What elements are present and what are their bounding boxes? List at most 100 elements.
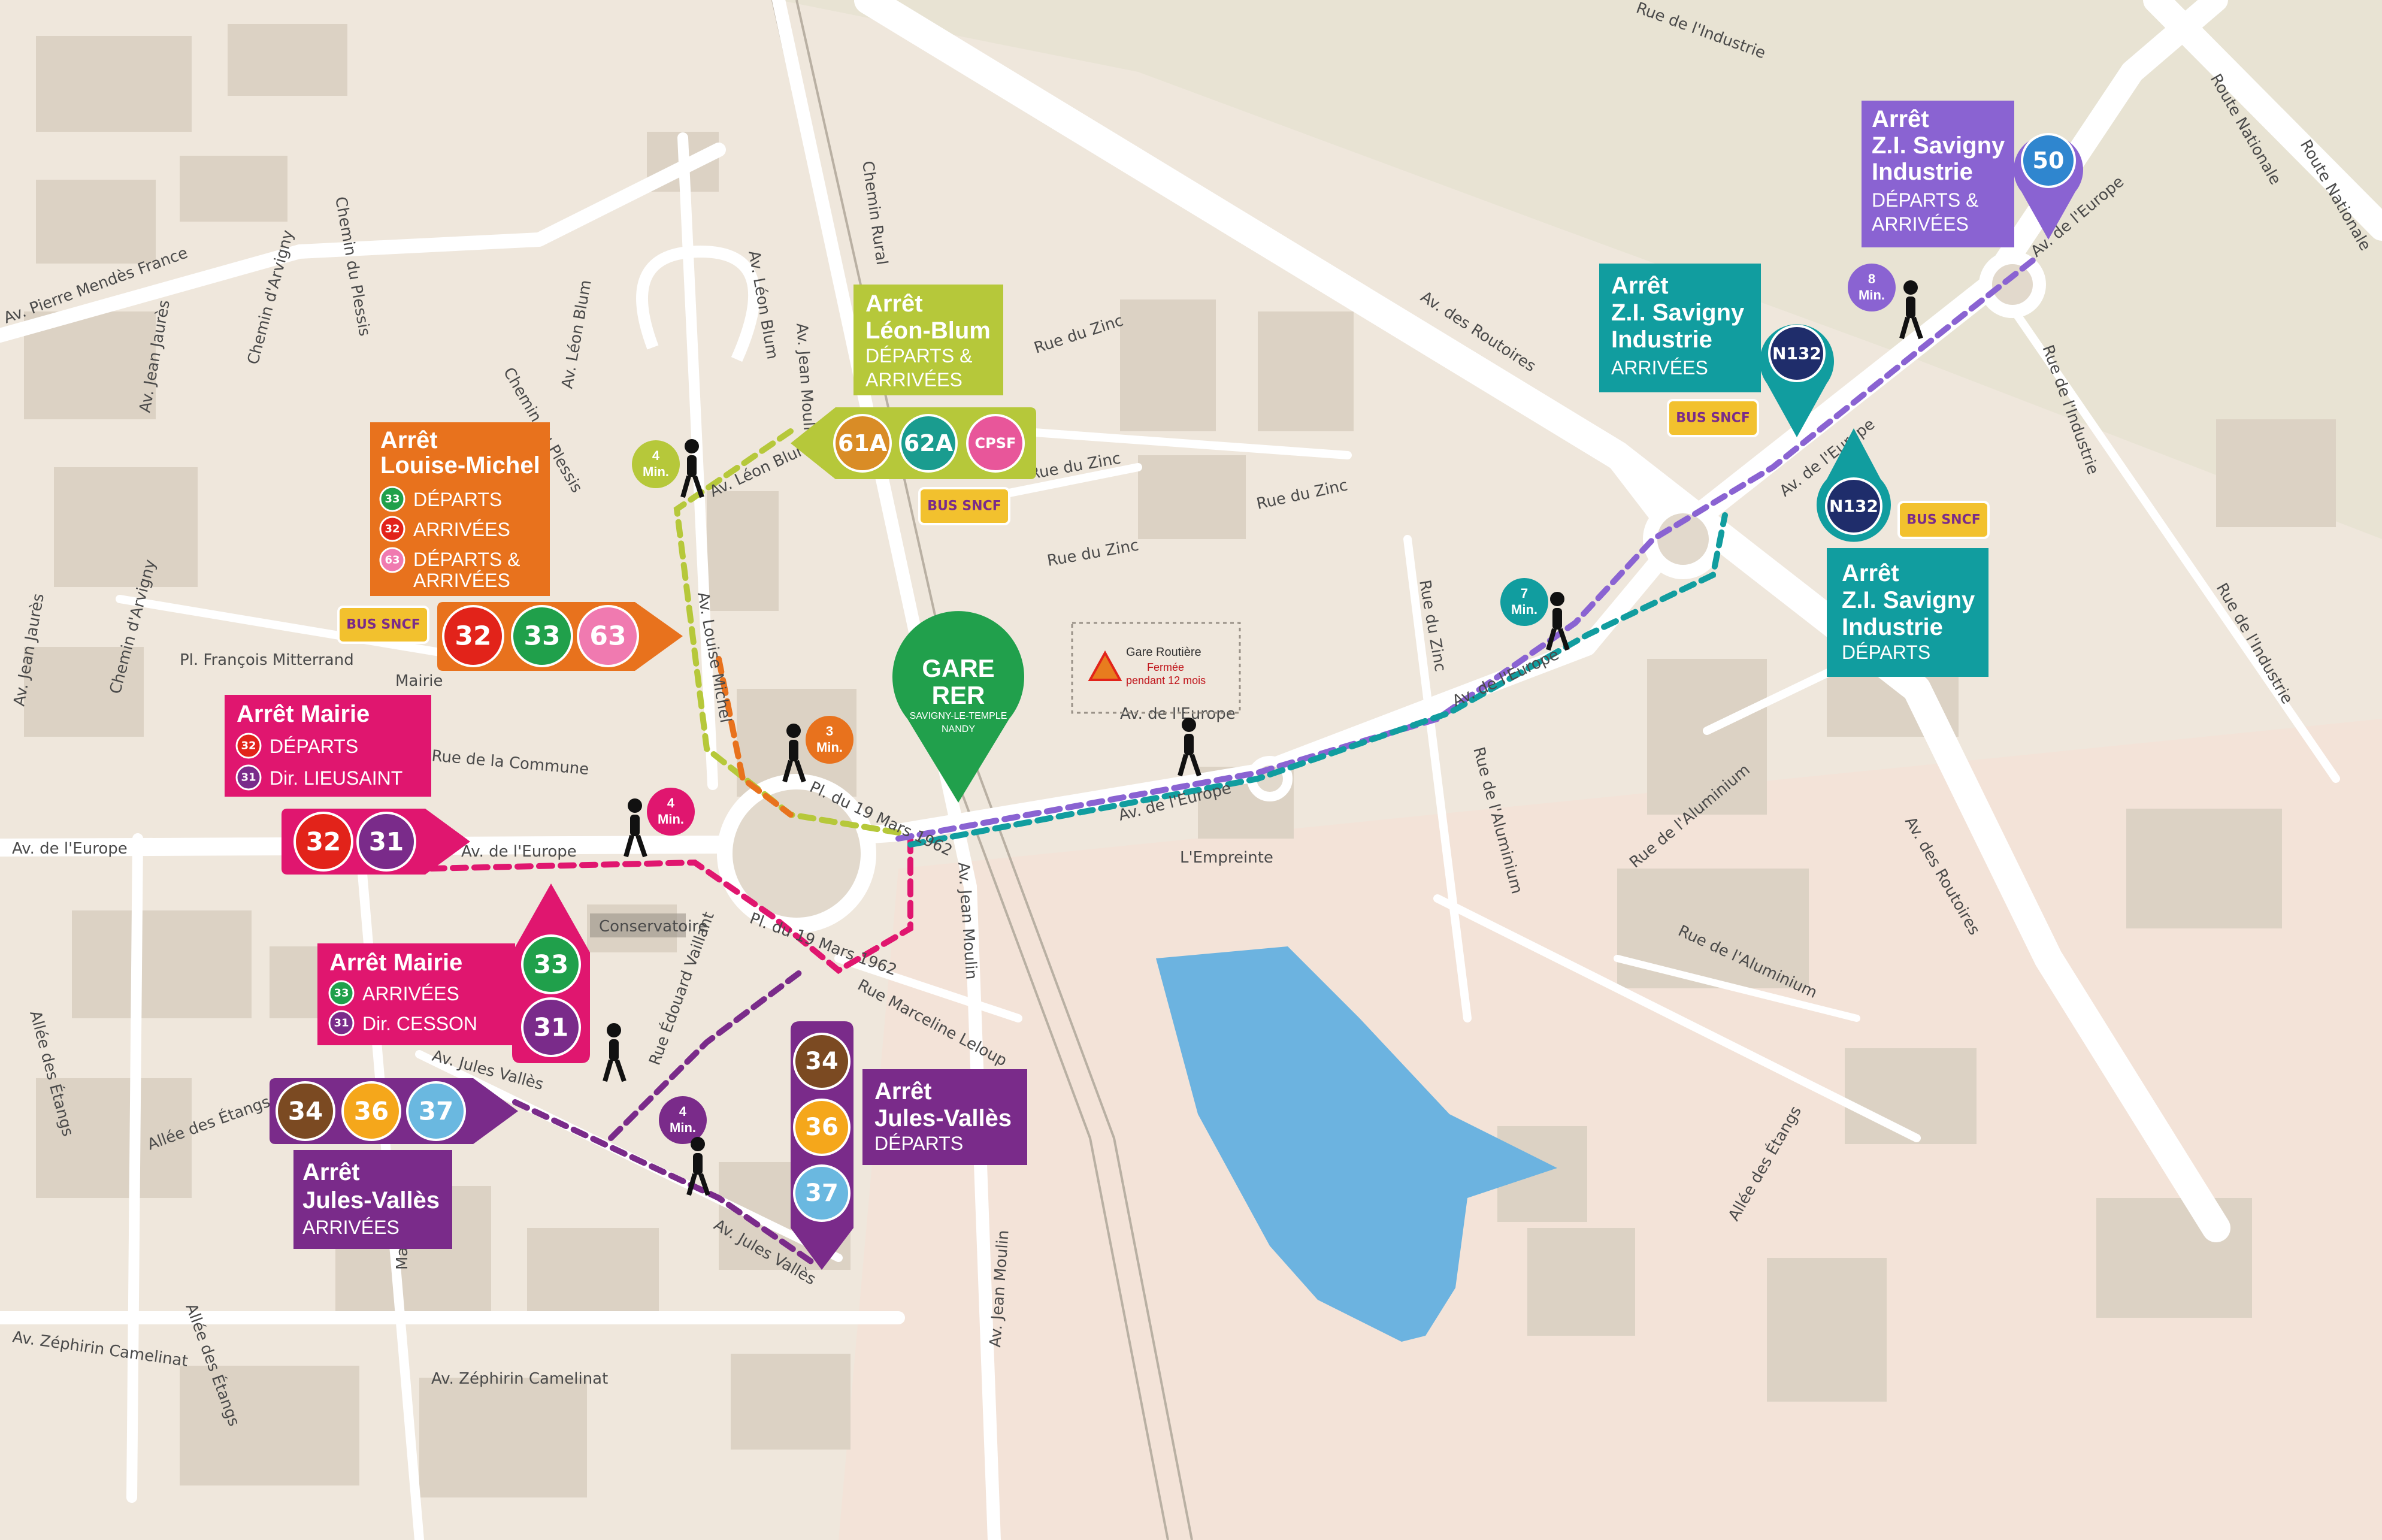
zi-da-sub2: ARRIVÉES bbox=[1872, 213, 1969, 235]
line-36-badge[interactable]: 36 bbox=[341, 1081, 401, 1141]
svg-text:62A: 62A bbox=[904, 430, 954, 456]
pedestrian-icon bbox=[782, 724, 806, 783]
leon-blum-title1: Arrêt bbox=[865, 291, 923, 317]
line-61A-badge[interactable]: 61A bbox=[833, 414, 892, 473]
stop-zi-departs[interactable]: N132 Arrêt Z.I. Savigny Industrie DÉPART… bbox=[1817, 428, 1988, 677]
line-37-badge[interactable]: 37 bbox=[406, 1081, 466, 1141]
line-32-badge[interactable]: 32 bbox=[293, 812, 353, 872]
svg-text:36: 36 bbox=[354, 1097, 389, 1126]
line-36-badge[interactable]: 36 bbox=[793, 1099, 851, 1156]
line-32-badge[interactable]: 32 bbox=[442, 605, 504, 667]
line-63-badge[interactable]: 63 bbox=[577, 605, 639, 667]
jules-valles-dep-sub: DÉPARTS bbox=[874, 1133, 963, 1154]
svg-text:32: 32 bbox=[385, 523, 399, 535]
line-31-badge[interactable]: 31 bbox=[356, 812, 416, 872]
svg-text:63: 63 bbox=[385, 554, 399, 567]
leon-blum-sub2: ARRIVÉES bbox=[865, 369, 963, 391]
mairie-departs-l1: DÉPARTS bbox=[270, 736, 358, 757]
line-37-badge[interactable]: 37 bbox=[793, 1164, 851, 1222]
walk-badge-leon-blum: 4 Min. bbox=[632, 440, 680, 488]
svg-text:4: 4 bbox=[679, 1104, 687, 1119]
pedestrian-icon bbox=[1899, 280, 1923, 340]
line-CPSF-badge[interactable]: CPSF bbox=[966, 414, 1025, 473]
svg-text:7: 7 bbox=[1521, 586, 1528, 601]
zi-da-title2: Z.I. Savigny bbox=[1872, 132, 2005, 159]
pedestrian-icon bbox=[1546, 592, 1570, 651]
svg-text:BUS SNCF: BUS SNCF bbox=[346, 618, 420, 633]
svg-text:BUS SNCF: BUS SNCF bbox=[1906, 513, 1981, 528]
stop-leon-blum[interactable]: Arrêt Léon-Blum DÉPARTS & ARRIVÉES 61A 6… bbox=[791, 285, 1036, 479]
gare-rer-line2: RER bbox=[932, 681, 985, 709]
line-62A-badge[interactable]: 62A bbox=[899, 414, 958, 473]
louise-michel-l1: DÉPARTS bbox=[413, 489, 502, 510]
svg-text:N132: N132 bbox=[1829, 497, 1878, 516]
louise-michel-title2: Louise-Michel bbox=[380, 452, 540, 479]
svg-text:37: 37 bbox=[419, 1097, 453, 1126]
svg-text:CPSF: CPSF bbox=[975, 435, 1016, 452]
svg-text:33: 33 bbox=[385, 493, 399, 506]
svg-text:33: 33 bbox=[334, 987, 349, 1000]
zi-da-title1: Arrêt bbox=[1872, 106, 1929, 132]
stop-mairie-arrivees[interactable]: Arrêt Mairie 33 ARRIVÉES 31 Dir. CESSON … bbox=[317, 884, 590, 1063]
louise-michel-l3a: DÉPARTS & bbox=[413, 549, 520, 570]
walk-badge-jules-valles: 4 Min. bbox=[659, 1096, 707, 1144]
jules-valles-arr-sub: ARRIVÉES bbox=[302, 1217, 399, 1238]
svg-text:BUS SNCF: BUS SNCF bbox=[927, 499, 1001, 514]
svg-text:50: 50 bbox=[2033, 147, 2065, 174]
svg-text:Min.: Min. bbox=[1511, 602, 1537, 617]
line-34-badge[interactable]: 34 bbox=[276, 1081, 335, 1141]
gare-rer-line4: NANDY bbox=[942, 724, 975, 734]
zi-dep-title1: Arrêt bbox=[1842, 560, 1899, 586]
stop-jules-valles-arrivees[interactable]: 34 36 37 Arrêt Jules-Vallès ARRIVÉES bbox=[270, 1078, 518, 1249]
louise-michel-title1: Arrêt bbox=[380, 427, 438, 453]
svg-text:Min.: Min. bbox=[816, 740, 843, 755]
svg-text:8: 8 bbox=[1868, 271, 1875, 286]
louise-michel-l3b: ARRIVÉES bbox=[413, 570, 510, 591]
mairie-departs-l2: Dir. LIEUSAINT bbox=[270, 767, 402, 789]
svg-text:Min.: Min. bbox=[1859, 288, 1885, 302]
leon-blum-sub1: DÉPARTS & bbox=[865, 345, 972, 367]
line-33-badge[interactable]: 33 bbox=[511, 605, 573, 667]
pedestrian-icon bbox=[680, 439, 704, 498]
svg-text:34: 34 bbox=[805, 1048, 839, 1075]
stop-jules-valles-departs[interactable]: 34 36 37 Arrêt Jules-Vallès DÉPARTS bbox=[791, 1021, 1027, 1270]
bus-sncf-badge: BUS SNCF bbox=[337, 606, 429, 644]
svg-text:32: 32 bbox=[306, 827, 341, 857]
pedestrian-icons bbox=[603, 280, 1923, 1196]
zi-dep-title2: Z.I. Savigny bbox=[1842, 587, 1975, 613]
mairie-departs-title: Arrêt Mairie bbox=[237, 701, 370, 727]
svg-text:4: 4 bbox=[652, 448, 660, 463]
building-blocks bbox=[24, 24, 2336, 1497]
svg-text:32: 32 bbox=[241, 740, 256, 752]
zi-arr-title2: Z.I. Savigny bbox=[1611, 299, 1745, 326]
pedestrian-icon bbox=[1178, 718, 1201, 777]
line-34-badge[interactable]: 34 bbox=[793, 1033, 851, 1090]
stop-zi-arrivees[interactable]: Arrêt Z.I. Savigny Industrie ARRIVÉES N1… bbox=[1599, 264, 1834, 437]
landmark-empreinte: L'Empreinte bbox=[1180, 849, 1273, 867]
line-50-badge[interactable]: 50 bbox=[2021, 133, 2076, 188]
svg-text:33: 33 bbox=[534, 950, 568, 979]
jules-valles-arr-title1: Arrêt bbox=[302, 1159, 360, 1185]
svg-text:32: 32 bbox=[455, 621, 491, 652]
gare-rer-pin[interactable]: GARE RER SAVIGNY-LE-TEMPLE NANDY bbox=[892, 611, 1024, 803]
gare-rer-line3: SAVIGNY-LE-TEMPLE bbox=[910, 711, 1007, 721]
line-N132-badge[interactable]: N132 bbox=[1768, 325, 1826, 382]
gare-routiere-title: Gare Routière bbox=[1126, 646, 1201, 659]
svg-text:36: 36 bbox=[805, 1114, 839, 1141]
bus-sncf-badge: BUS SNCF bbox=[1667, 399, 1759, 437]
jules-valles-arr-title2: Jules-Vallès bbox=[302, 1187, 440, 1214]
svg-text:3: 3 bbox=[826, 724, 833, 739]
pedestrian-icon bbox=[603, 1023, 626, 1082]
line-33-badge[interactable]: 33 bbox=[521, 934, 581, 994]
label-av-europe-mairie: Av. de l'Europe bbox=[461, 843, 577, 861]
stop-zi-departs-arrivees[interactable]: Arrêt Z.I. Savigny Industrie DÉPARTS & A… bbox=[1862, 101, 2083, 247]
svg-text:31: 31 bbox=[534, 1013, 568, 1042]
svg-text:4: 4 bbox=[667, 795, 675, 810]
stop-louise-michel[interactable]: Arrêt Louise-Michel 33 DÉPARTS 32 ARRIVÉ… bbox=[370, 422, 683, 671]
label-av-europe-west: Av. de l'Europe bbox=[12, 840, 128, 858]
pedestrian-icon bbox=[686, 1137, 710, 1196]
line-N132-badge[interactable]: N132 bbox=[1825, 477, 1882, 535]
line-31-badge[interactable]: 31 bbox=[521, 997, 581, 1057]
stop-mairie-departs[interactable]: Arrêt Mairie 32 DÉPARTS 31 Dir. LIEUSAIN… bbox=[225, 695, 470, 875]
